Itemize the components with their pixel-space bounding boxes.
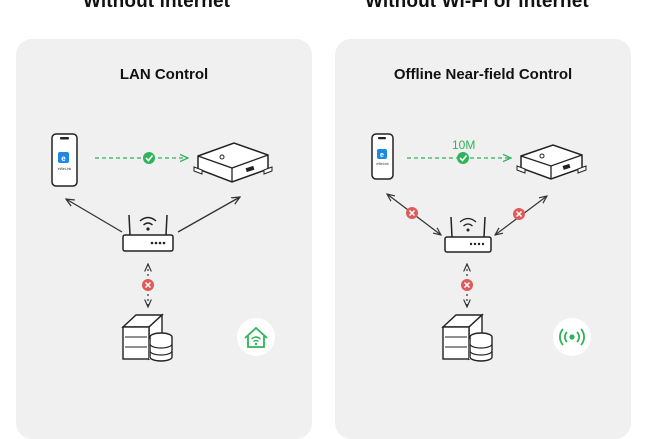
router-icon — [122, 214, 174, 252]
router-device-link — [177, 197, 240, 233]
cloud-server-icon — [121, 313, 173, 362]
svg-text:e: e — [61, 154, 66, 163]
distance-label: 10M — [452, 138, 476, 152]
heading-without-wifi-or-internet: Without Wi-Fi or internet — [365, 0, 589, 12]
panel-title: Offline Near-field Control — [393, 66, 573, 83]
svg-text:e: e — [380, 152, 384, 159]
lan-control-panel: LAN Control e eWeLink — [16, 39, 312, 439]
smartphone-icon: e eWeLink — [51, 133, 78, 187]
blocked-x-icon — [406, 207, 418, 219]
cloud-server-icon — [441, 313, 493, 362]
router-phone-link — [66, 199, 123, 233]
router-icon — [444, 216, 492, 253]
blocked-x-icon — [461, 279, 473, 291]
smartphone-icon: e eWeLink — [371, 133, 394, 180]
check-icon — [457, 152, 469, 164]
panel-title: LAN Control — [119, 66, 209, 83]
phone-app-label: eWeLink — [58, 167, 72, 171]
phone-app-label: eWeLink — [376, 162, 389, 166]
blocked-x-icon — [513, 208, 525, 220]
heading-without-internet: Without internet — [83, 0, 231, 12]
home-wifi-icon — [237, 318, 275, 356]
smart-device-icon — [516, 144, 587, 180]
radio-signal-icon — [553, 318, 591, 356]
check-icon — [143, 152, 155, 164]
offline-near-field-panel: Offline Near-field Control 10M e eWeLink — [335, 39, 631, 439]
blocked-x-icon — [142, 279, 154, 291]
smart-device-icon — [193, 142, 273, 183]
